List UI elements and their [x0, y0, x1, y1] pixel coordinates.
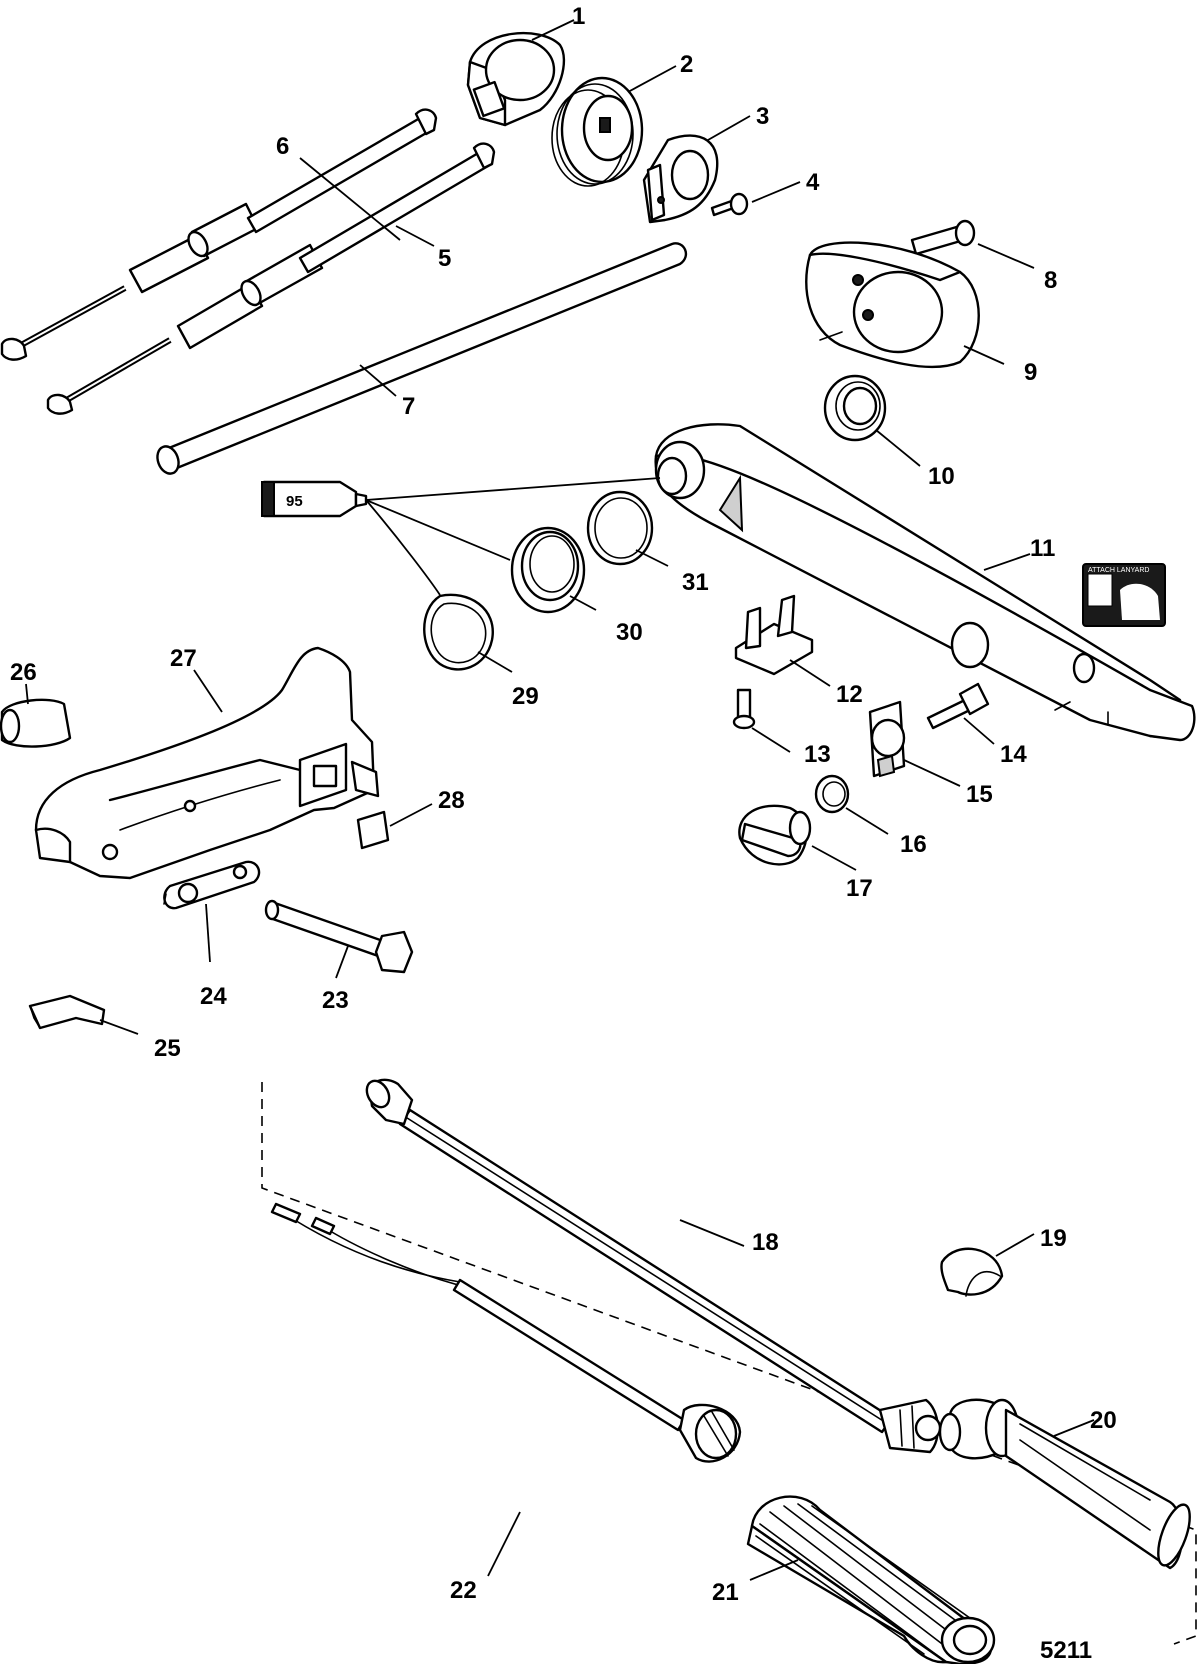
callout-28: 28	[438, 787, 465, 814]
part-1-clamp	[466, 31, 566, 127]
callout-24: 24	[200, 983, 227, 1010]
sealant-tube-95: 95	[261, 480, 368, 518]
part-20-grip-core	[938, 1398, 1191, 1570]
part-21-grip	[746, 1495, 996, 1664]
callout-26: 26	[10, 659, 37, 686]
callout-19: 19	[1040, 1225, 1067, 1252]
callout-17: 17	[846, 875, 873, 902]
part-15-clamp-block	[868, 700, 906, 778]
callout-15: 15	[966, 781, 993, 808]
decal-text: ATTACH LANYARD	[1088, 567, 1149, 574]
callout-10: 10	[928, 463, 955, 490]
part-30-bushing	[510, 526, 586, 614]
callout-13: 13	[804, 741, 831, 768]
part-11-tiller-arm	[654, 423, 1196, 742]
callout-7: 7	[402, 393, 415, 420]
part-19-sleeve	[940, 1247, 1004, 1297]
callout-25: 25	[154, 1035, 181, 1062]
part-14-bolt	[926, 682, 990, 730]
callout-23: 23	[322, 987, 349, 1014]
part-2-bushing	[551, 76, 644, 187]
part-13-screw	[732, 688, 756, 730]
callout-9: 9	[1024, 359, 1037, 386]
part-18-cable	[365, 1078, 942, 1454]
part-25-clip	[28, 994, 106, 1030]
part-22-harness	[270, 1202, 742, 1463]
leader-lines	[25, 19, 1095, 1581]
part-10-seal	[823, 374, 887, 442]
part-27-bracket-housing	[34, 646, 380, 880]
callout-2: 2	[680, 51, 693, 78]
callout-16: 16	[900, 831, 927, 858]
callout-20: 20	[1090, 1407, 1117, 1434]
callout-11: 11	[1030, 535, 1055, 562]
callout-22: 22	[450, 1577, 477, 1604]
lanyard-decal: ATTACH LANYARD	[1082, 563, 1166, 627]
callout-31: 31	[682, 569, 709, 596]
part-17-knob	[738, 804, 812, 866]
callout-27: 27	[170, 645, 197, 672]
part-3-plate	[642, 134, 719, 224]
part-29-ring	[423, 593, 494, 671]
callout-4: 4	[806, 169, 820, 196]
part-7-rod	[156, 242, 688, 475]
part-28-pad	[356, 810, 390, 850]
callout-14: 14	[1000, 741, 1027, 768]
assembly-boundary	[261, 1082, 1197, 1645]
callout-29: 29	[512, 683, 539, 710]
callout-30: 30	[616, 619, 643, 646]
callouts: 1 2 3 4 5 6 7 8 9 10 11 12 13 14 15 16 1…	[10, 3, 1117, 1606]
part-16-spring	[814, 774, 850, 814]
part-4-screw	[710, 192, 749, 217]
part-24-plate	[163, 860, 261, 910]
callout-6: 6	[276, 133, 289, 160]
part-9-cover	[805, 241, 980, 369]
callout-3: 3	[756, 103, 769, 130]
callout-18: 18	[752, 1229, 779, 1256]
part-26-sleeve	[0, 698, 72, 748]
part-8-bolt	[910, 219, 976, 256]
callout-1: 1	[572, 3, 585, 30]
part-23-bolt	[264, 899, 414, 974]
part-31-ring	[586, 490, 654, 566]
callout-5: 5	[438, 245, 451, 272]
reference-number: 5211	[1040, 1637, 1092, 1664]
part-5-gas-spring	[46, 142, 496, 415]
callout-21: 21	[712, 1579, 739, 1606]
part-12-bracket	[734, 594, 814, 676]
part-6-gas-spring	[0, 108, 438, 361]
callout-8: 8	[1044, 267, 1057, 294]
callout-12: 12	[836, 681, 863, 708]
sealant-label: 95	[286, 493, 303, 510]
